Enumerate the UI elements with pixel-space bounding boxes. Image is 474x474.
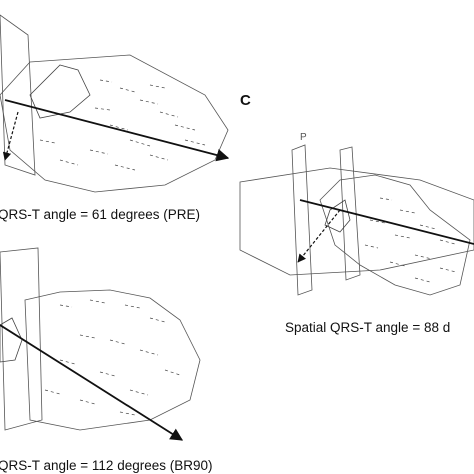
panel-a-diagram	[0, 14, 230, 193]
panel-a-t-vector-arrow	[4, 99, 230, 162]
panel-c-t-loop-surface	[319, 174, 471, 296]
panel-b-frontal-plane	[0, 247, 43, 431]
panel-a-t-loop-surface	[0, 54, 229, 193]
panel-a-hatching	[39, 79, 206, 171]
panel-b-diagram	[0, 247, 201, 441]
panel-c-qrs-vector-arrow	[297, 209, 341, 263]
panel-a-qrs-loop	[29, 64, 91, 119]
panel-b-t-vector-arrow	[0, 324, 184, 441]
panel-a-frontal-plane	[0, 14, 36, 176]
panel-b-t-loop-surface	[24, 289, 201, 431]
panel-c-p-marker: P	[300, 132, 307, 143]
panel-c-hatching	[364, 197, 457, 283]
panel-c-diagram: P	[239, 132, 474, 296]
panel-c-qrs-loop	[324, 199, 351, 233]
panel-c-letter: C	[240, 92, 251, 109]
panel-a-caption: QRS-T angle = 61 degrees (PRE)	[0, 207, 200, 222]
panel-b-caption: QRS-T angle = 112 degrees (BR90)	[0, 458, 213, 473]
panel-c-horizontal-plane	[239, 167, 474, 276]
panel-b-hatching	[44, 299, 181, 416]
panel-a-qrs-vector-arrow	[2, 111, 19, 161]
panel-c-frontal-plane	[291, 144, 313, 296]
panel-c-t-vector-arrow	[299, 199, 474, 245]
panel-b-qrs-loop	[0, 317, 23, 363]
panel-c-caption: Spatial QRS-T angle = 88 d	[285, 320, 451, 335]
panel-c-sagittal-plane	[339, 146, 361, 281]
